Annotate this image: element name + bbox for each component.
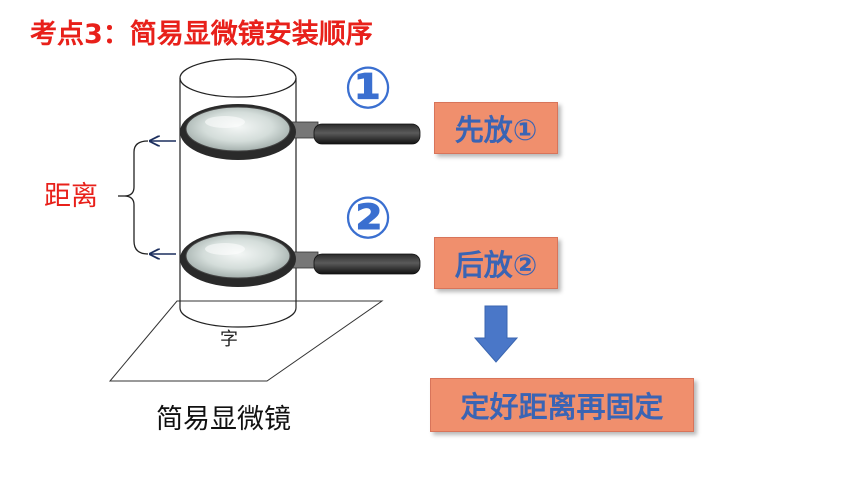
number-1-label: ①	[343, 54, 392, 122]
paper-sheet	[108, 300, 384, 382]
paper-char: 字	[220, 329, 238, 350]
cylinder	[179, 58, 297, 328]
diagram-caption: 简易显微镜	[156, 404, 291, 435]
step-first-box: 先放①	[434, 102, 558, 154]
distance-label: 距离	[44, 181, 98, 212]
page-title: 考点3：简易显微镜安装顺序	[30, 19, 373, 50]
distance-bracket	[118, 140, 149, 255]
magnifier-1	[180, 104, 421, 160]
down-arrow-icon	[473, 305, 519, 363]
number-2-label: ②	[343, 184, 392, 252]
step-second-box: 后放②	[434, 237, 558, 289]
step-final-box: 定好距离再固定	[430, 378, 694, 432]
magnifier-2	[180, 231, 421, 287]
